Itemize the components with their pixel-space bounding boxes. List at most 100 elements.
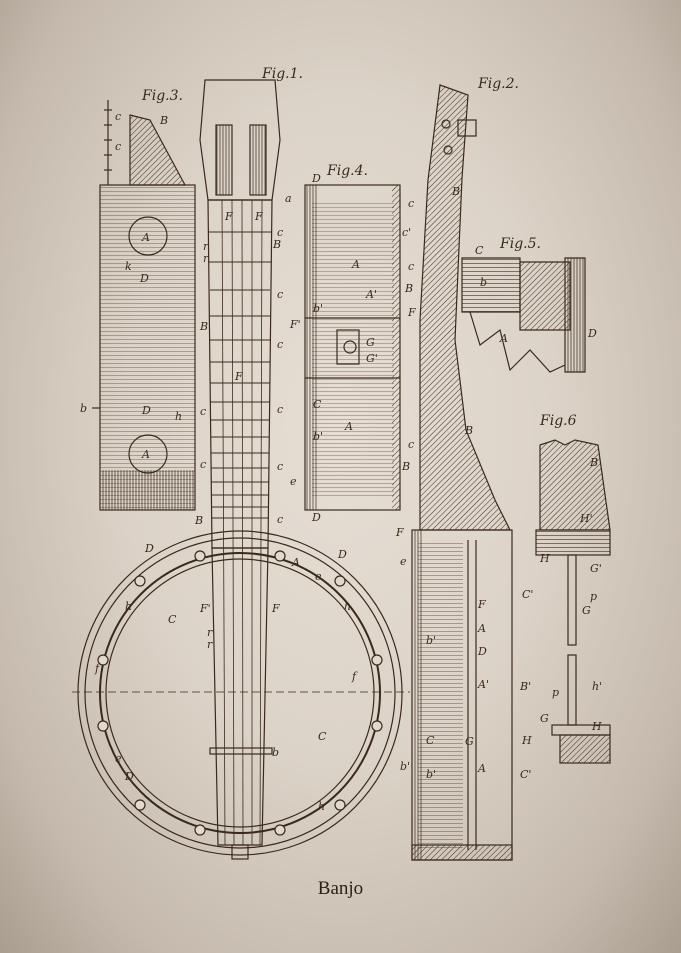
figure-5-label: Fig.5.: [499, 236, 541, 252]
svg-text:b': b': [426, 634, 436, 647]
svg-text:c: c: [277, 338, 283, 351]
figure-3-drawing: [92, 100, 196, 511]
svg-text:h: h: [125, 600, 132, 613]
svg-text:A': A': [477, 678, 489, 691]
svg-text:F: F: [477, 598, 486, 611]
svg-text:B': B': [519, 680, 531, 693]
svg-text:B: B: [272, 238, 281, 251]
svg-text:h': h': [592, 680, 602, 693]
svg-text:A: A: [477, 622, 486, 635]
svg-text:D: D: [144, 542, 154, 555]
svg-text:A: A: [351, 258, 360, 271]
fret-lines: [209, 231, 271, 519]
svg-text:G': G': [366, 352, 378, 365]
figure-4-drawing: [304, 184, 401, 511]
svg-text:B: B: [451, 185, 460, 198]
svg-text:C: C: [168, 613, 177, 626]
svg-text:G: G: [582, 604, 591, 617]
svg-text:e: e: [115, 752, 122, 765]
svg-text:F': F': [289, 318, 301, 331]
svg-text:A: A: [291, 556, 300, 569]
svg-text:C: C: [475, 244, 484, 257]
svg-text:F: F: [407, 306, 416, 319]
svg-text:F: F: [271, 602, 280, 615]
svg-text:b': b': [426, 768, 436, 781]
svg-text:A': A': [365, 288, 377, 301]
svg-text:c': c': [402, 226, 411, 239]
drawing-caption: Banjo: [317, 878, 364, 899]
svg-text:r: r: [203, 240, 209, 253]
svg-text:k: k: [125, 260, 132, 273]
svg-text:C: C: [318, 730, 327, 743]
svg-text:h: h: [318, 800, 325, 813]
svg-text:A: A: [344, 420, 353, 433]
figure-2-label: Fig.2.: [477, 76, 519, 92]
svg-text:B: B: [194, 514, 203, 527]
svg-text:D: D: [141, 404, 151, 417]
svg-text:H: H: [539, 552, 550, 565]
svg-text:h: h: [175, 410, 182, 423]
svg-text:h: h: [344, 600, 351, 613]
svg-text:c: c: [115, 110, 121, 123]
svg-text:c: c: [277, 226, 283, 239]
svg-text:b: b: [480, 276, 487, 289]
figure-4-label: Fig.4.: [326, 163, 368, 179]
svg-text:c: c: [408, 260, 414, 273]
svg-text:G: G: [465, 735, 474, 748]
svg-text:C': C': [522, 588, 533, 601]
svg-text:B: B: [464, 424, 473, 437]
svg-text:H: H: [591, 720, 602, 733]
figure-2-drawing: [411, 84, 513, 861]
figure-labels: Fig.1. Fig.2. Fig.3. Fig.4. Fig.5. Fig.6: [141, 66, 577, 429]
svg-text:D: D: [477, 645, 487, 658]
svg-text:H: H: [521, 734, 532, 747]
svg-text:D: D: [311, 172, 321, 185]
figure-1-label: Fig.1.: [261, 66, 303, 82]
svg-text:D: D: [587, 327, 597, 340]
svg-text:C: C: [426, 734, 435, 747]
svg-text:A: A: [499, 332, 508, 345]
svg-text:F: F: [395, 526, 404, 539]
svg-text:c: c: [200, 458, 206, 471]
figure-5-drawing: [461, 257, 586, 373]
svg-text:A: A: [141, 448, 150, 461]
svg-text:D: D: [139, 272, 149, 285]
svg-text:c: c: [277, 513, 283, 526]
svg-text:p: p: [590, 590, 597, 603]
svg-text:D: D: [311, 511, 321, 524]
svg-text:B: B: [404, 282, 413, 295]
svg-text:F': F': [199, 602, 211, 615]
figure-6-label: Fig.6: [539, 413, 577, 429]
svg-text:B: B: [199, 320, 208, 333]
svg-text:c: c: [115, 140, 121, 153]
svg-text:r: r: [203, 252, 209, 265]
svg-text:c: c: [200, 405, 206, 418]
svg-text:F: F: [234, 370, 243, 383]
svg-text:B: B: [589, 456, 598, 469]
svg-text:e: e: [290, 475, 297, 488]
svg-text:b': b': [313, 302, 323, 315]
svg-text:c: c: [277, 460, 283, 473]
svg-text:G: G: [366, 336, 375, 349]
svg-text:B: B: [159, 114, 168, 127]
bracket-hooks: [97, 550, 383, 836]
svg-text:e: e: [315, 570, 322, 583]
svg-text:F: F: [254, 210, 263, 223]
figure-6-drawing: [535, 439, 611, 764]
svg-text:e: e: [400, 555, 407, 568]
svg-text:r: r: [207, 626, 213, 639]
svg-text:f: f: [351, 670, 358, 683]
reference-letters: B c c A D k B D h A b c c B a F F r r c …: [80, 110, 602, 813]
svg-text:b: b: [80, 402, 87, 415]
svg-text:A: A: [477, 762, 486, 775]
svg-text:G: G: [540, 712, 549, 725]
svg-text:F: F: [224, 210, 233, 223]
svg-text:D: D: [337, 548, 347, 561]
svg-text:D: D: [124, 770, 134, 783]
svg-text:G': G': [590, 562, 602, 575]
svg-text:C: C: [313, 398, 322, 411]
svg-text:f: f: [94, 662, 101, 675]
svg-text:A: A: [141, 231, 150, 244]
